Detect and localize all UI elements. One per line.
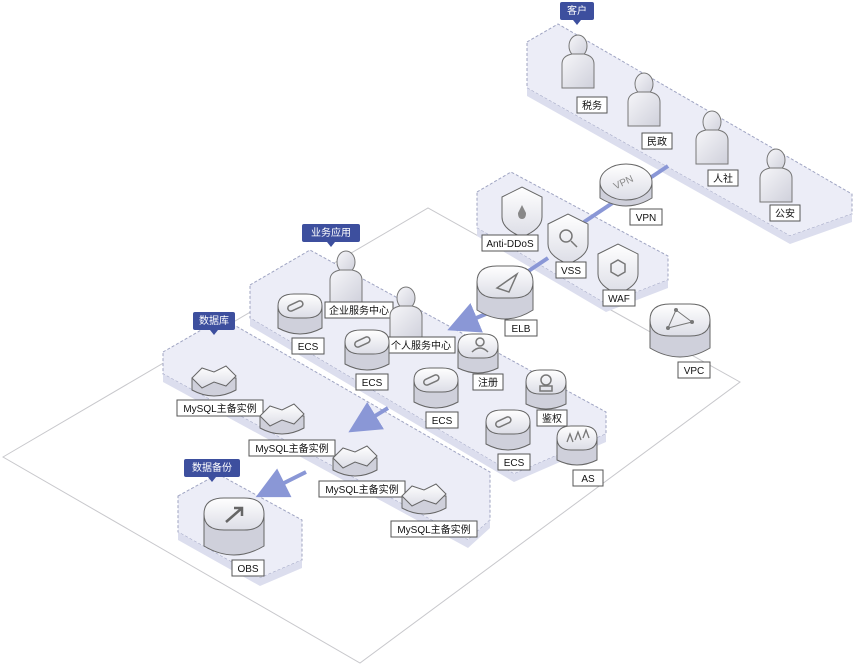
label-ecs-4: ECS — [497, 453, 531, 471]
label-police: 公安 — [769, 204, 801, 222]
label-ecs-3: ECS — [425, 411, 459, 429]
ecs-3-server-icon — [413, 367, 459, 409]
obs-storage-icon — [203, 497, 265, 556]
group-tag-backup-label: 数据备份 — [192, 461, 232, 474]
vpc-network-icon — [649, 303, 711, 358]
anti-ddos-shield-icon — [501, 186, 543, 238]
label-hr: 人社 — [707, 169, 739, 187]
flow-arrow-business-to-database — [348, 401, 390, 433]
svg-text:民政: 民政 — [647, 135, 667, 148]
label-as: AS — [572, 469, 604, 487]
label-obs: OBS — [231, 559, 265, 577]
svg-text:个人服务中心: 个人服务中心 — [391, 339, 451, 352]
label-tax: 税务 — [576, 96, 608, 114]
svg-text:公安: 公安 — [775, 207, 795, 220]
svg-text:MySQL主备实例: MySQL主备实例 — [397, 523, 470, 536]
label-vpn: VPN — [629, 208, 663, 226]
waf-shield-icon — [597, 243, 639, 295]
customer-tax-person-icon — [561, 34, 595, 89]
label-waf: WAF — [602, 289, 636, 307]
group-tag-database-label: 数据库 — [199, 314, 229, 327]
svg-text:WAF: WAF — [608, 294, 630, 305]
ecs-2-server-icon — [344, 329, 390, 371]
svg-text:AS: AS — [581, 474, 595, 485]
label-ecs-1: ECS — [291, 337, 325, 355]
mysql-4-instance-icon — [401, 483, 447, 515]
auth-key-icon — [525, 369, 567, 410]
svg-text:注册: 注册 — [478, 376, 498, 389]
svg-text:税务: 税务 — [582, 99, 602, 112]
group-tag-business-label: 业务应用 — [311, 226, 351, 239]
label-register: 注册 — [472, 373, 504, 391]
group-tag-customers-label: 客户 — [567, 4, 587, 17]
mysql-2-instance-icon — [259, 403, 305, 435]
enterprise-service-person-icon — [329, 250, 363, 305]
vss-scan-icon — [547, 213, 589, 265]
customer-police-person-icon — [759, 148, 793, 203]
svg-text:VPC: VPC — [684, 366, 705, 377]
label-mysql-3: MySQL主备实例 — [318, 480, 406, 498]
customer-civil-person-icon — [627, 72, 661, 127]
elb-balancer-icon — [476, 265, 534, 320]
label-auth: 鉴权 — [536, 409, 568, 427]
label-vpc: VPC — [677, 361, 711, 379]
svg-text:ELB: ELB — [512, 324, 531, 335]
mysql-3-instance-icon — [332, 445, 378, 477]
svg-text:VPN: VPN — [636, 213, 657, 224]
label-vss: VSS — [555, 261, 587, 279]
svg-text:ECS: ECS — [298, 342, 319, 353]
svg-text:VSS: VSS — [561, 266, 581, 277]
database-platform — [162, 317, 491, 548]
label-mysql-2: MySQL主备实例 — [248, 439, 336, 457]
group-tag-backup: 数据备份 — [184, 459, 240, 482]
svg-text:ECS: ECS — [504, 458, 525, 469]
customer-hr-person-icon — [695, 110, 729, 165]
label-anti-ddos: Anti-DDoS — [481, 234, 539, 252]
svg-text:鉴权: 鉴权 — [542, 412, 562, 425]
as-scaling-icon — [556, 425, 598, 466]
svg-text:ECS: ECS — [362, 378, 383, 389]
svg-text:MySQL主备实例: MySQL主备实例 — [183, 402, 256, 415]
flow-arrow-database-to-backup — [255, 468, 307, 498]
label-mysql-1: MySQL主备实例 — [176, 399, 264, 417]
svg-text:OBS: OBS — [237, 564, 258, 575]
ecs-1-server-icon — [277, 293, 323, 335]
group-tag-customers: 客户 — [560, 2, 594, 25]
label-elb: ELB — [504, 319, 538, 337]
svg-text:MySQL主备实例: MySQL主备实例 — [325, 483, 398, 496]
svg-text:企业服务中心: 企业服务中心 — [329, 304, 389, 317]
mysql-1-instance-icon — [191, 365, 237, 397]
label-enterprise-service: 企业服务中心 — [324, 301, 394, 319]
group-tag-database: 数据库 — [193, 312, 235, 335]
svg-text:人社: 人社 — [713, 172, 733, 185]
ecs-4-server-icon — [485, 409, 531, 451]
label-mysql-4: MySQL主备实例 — [390, 520, 478, 538]
svg-text:Anti-DDoS: Anti-DDoS — [486, 239, 534, 250]
vpn-icon: VPN — [599, 163, 653, 207]
personal-service-person-icon — [389, 286, 423, 341]
group-tag-business: 业务应用 — [302, 224, 360, 247]
register-user-icon — [457, 333, 499, 374]
label-personal-service: 个人服务中心 — [386, 336, 456, 354]
svg-text:MySQL主备实例: MySQL主备实例 — [255, 442, 328, 455]
svg-text:ECS: ECS — [432, 416, 453, 427]
label-ecs-2: ECS — [355, 373, 389, 391]
label-civil: 民政 — [641, 132, 673, 150]
